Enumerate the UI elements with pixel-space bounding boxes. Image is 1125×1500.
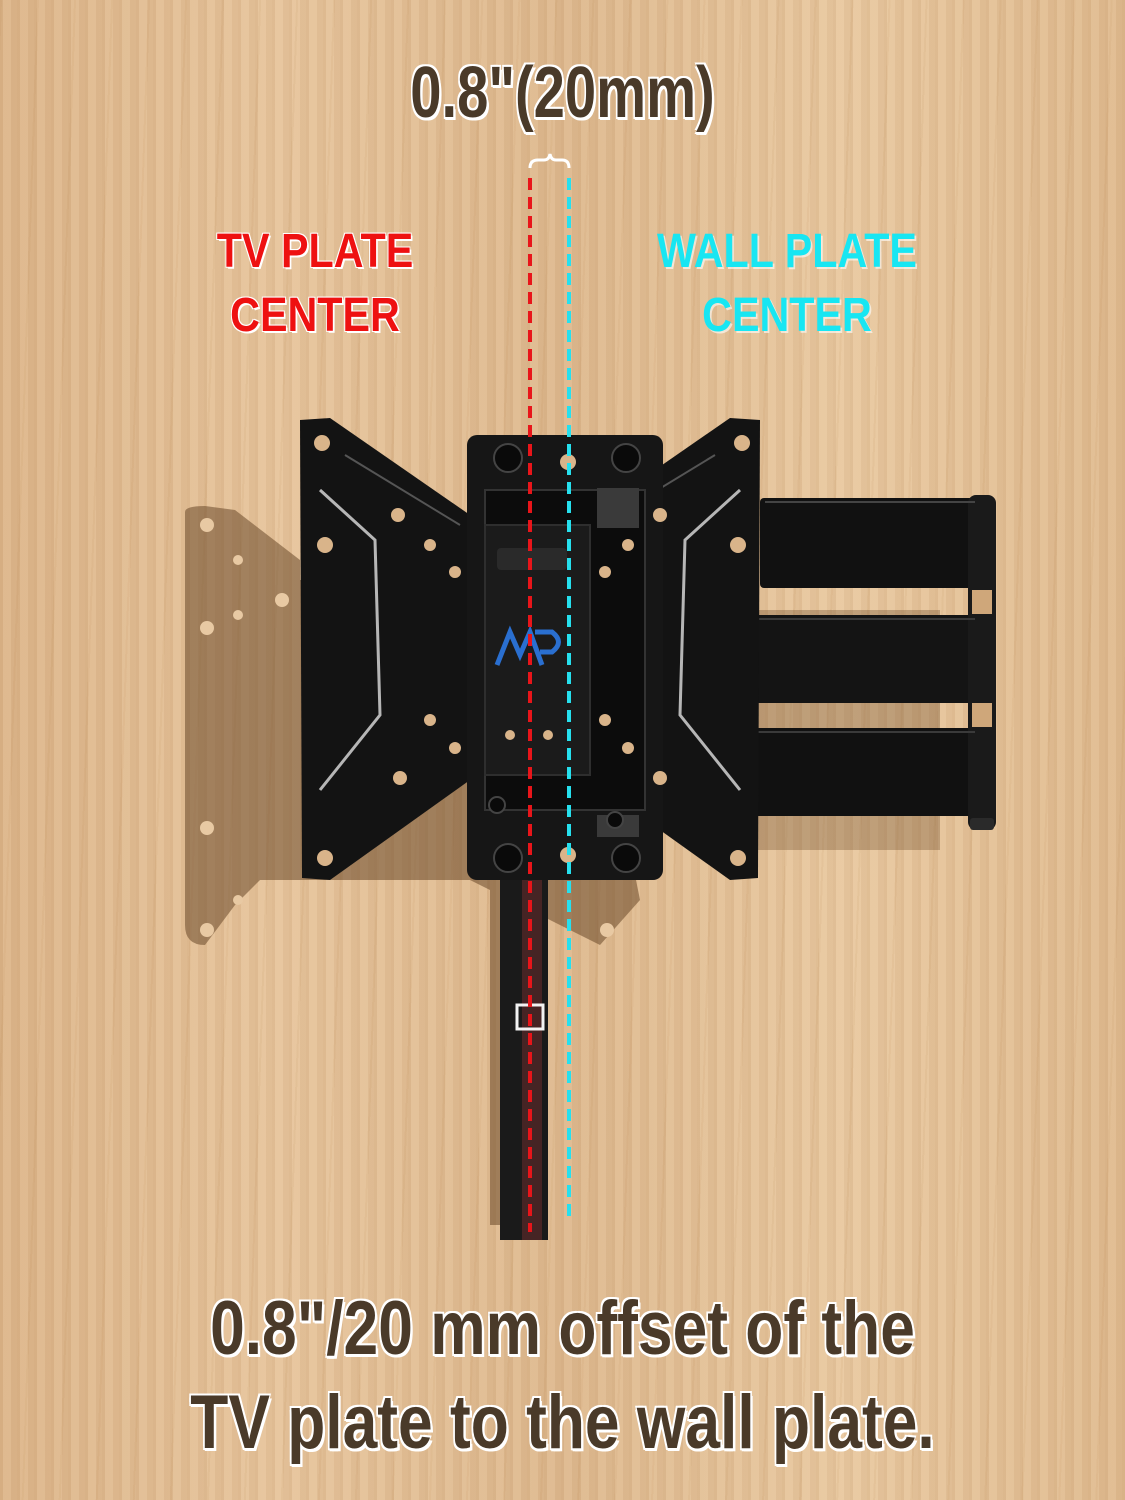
plate-screws	[488, 443, 641, 873]
offset-measurement: 0.8"(20mm)	[410, 53, 715, 133]
plate-holes	[314, 435, 750, 866]
caption-line1: 0.8"/20 mm offset of the	[210, 1286, 915, 1371]
caption: 0.8"/20 mm offset of the TV plate to the…	[101, 1282, 1024, 1470]
wall-plate	[500, 860, 548, 1240]
tv-plate-center-line1: TV PLATE	[216, 225, 414, 278]
wall-plate-center-label: WALL PLATE CENTER	[606, 220, 967, 348]
swing-arm	[705, 495, 996, 830]
offset-brace	[528, 153, 571, 169]
shadow-holes	[200, 518, 614, 937]
wall-plate-center-line2: CENTER	[702, 289, 872, 342]
brand-logo	[494, 625, 561, 666]
tv-plate-center-label: TV PLATE CENTER	[134, 220, 495, 348]
wall-plate-center-line1: WALL PLATE	[657, 225, 917, 278]
tv-plate-center-line2: CENTER	[230, 289, 400, 342]
caption-line2: TV plate to the wall plate.	[190, 1380, 935, 1465]
tv-plate	[300, 418, 760, 880]
